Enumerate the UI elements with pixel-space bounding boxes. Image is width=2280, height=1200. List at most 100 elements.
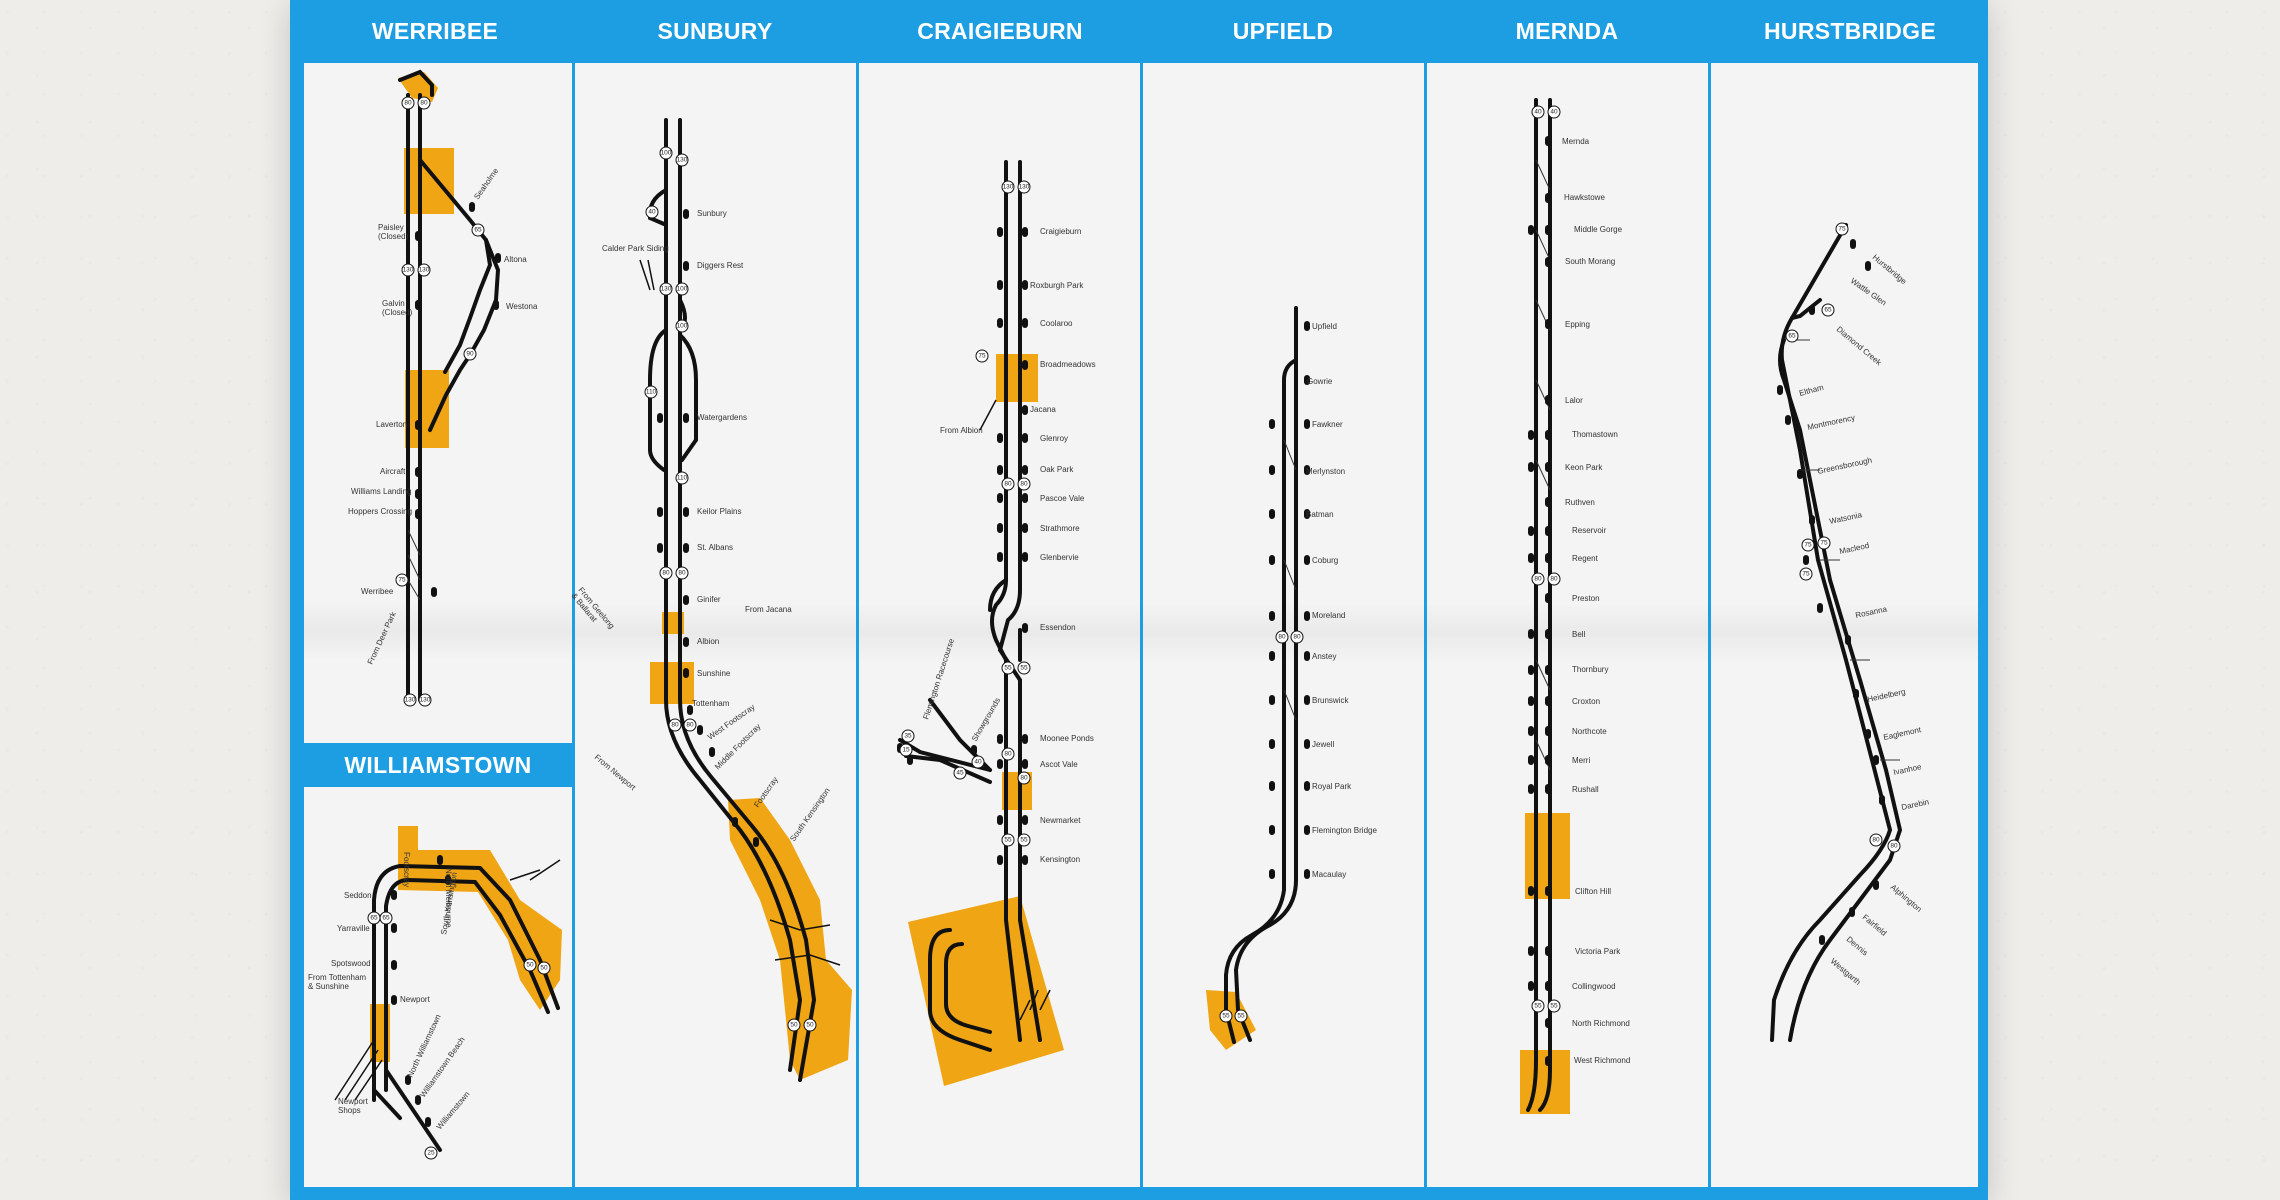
station-watsonia: Watsonia [1829,510,1864,526]
station-epping: Epping [1565,320,1590,329]
station-seddon: Seddon [344,891,372,900]
station-northcote: Northcote [1572,727,1607,736]
station-flemington-racecourse: Flemington Racecourse [921,637,956,721]
station-macleod: Macleod [1839,541,1870,556]
station-alphington: Alphington [1889,883,1924,914]
williamstown-map: 65 65 50 50 25 Seddon Yarraville Spotswo… [308,826,562,1160]
svg-text:80: 80 [1004,481,1012,488]
svg-text:80: 80 [1004,751,1012,758]
svg-text:80: 80 [1278,634,1286,641]
svg-text:55: 55 [1534,1003,1542,1010]
svg-text:55: 55 [1237,1013,1245,1020]
header-werribee: WERRIBEE [371,17,499,44]
header-mernda: MERNDA [1515,17,1619,44]
svg-text:55: 55 [1550,1003,1558,1010]
header-williamstown: WILLIAMSTOWN [344,751,532,778]
mernda-map: 40 40 80 80 55 55 Mernda Hawkstowe Middl… [1520,98,1630,1114]
station-moonee-ponds: Moonee Ponds [1040,734,1094,743]
svg-text:80: 80 [662,570,670,577]
svg-text:80: 80 [1872,837,1880,844]
station-paisley: Paisley(Closed) [378,223,409,241]
station-greensborough: Greensborough [1817,456,1873,476]
svg-text:75: 75 [398,577,406,584]
station-newmarket: Newmarket [1040,816,1081,825]
svg-text:75: 75 [1820,540,1828,547]
station-ivanhoe: Ivanhoe [1893,762,1923,777]
station-eltham: Eltham [1798,383,1825,398]
station-ginifer: Ginifer [697,595,721,604]
station-broadmeadows: Broadmeadows [1040,360,1096,369]
station-sunbury: Sunbury [697,209,727,218]
header-hurstbridge: HURSTBRIDGE [1764,17,1936,44]
svg-text:80: 80 [678,570,686,577]
label-from-newport: From Newport [593,753,638,793]
svg-text:110: 110 [677,475,688,482]
station-bell: Bell [1572,630,1586,639]
station-batman: Batman [1306,510,1334,519]
station-oak-park: Oak Park [1040,465,1074,474]
svg-text:80: 80 [1293,634,1301,641]
station-watergardens: Watergardens [697,413,747,422]
svg-text:100: 100 [677,286,688,293]
station-williamstown: Williamstown [435,1090,472,1132]
svg-text:35: 35 [904,733,912,740]
station-eaglemont: Eaglemont [1883,725,1923,742]
station-thornbury: Thornbury [1572,665,1608,674]
svg-text:80: 80 [1890,843,1898,850]
sunbury-map: 100 130 40 130 100 100 110 110 80 80 80 … [570,118,852,1082]
station-dennis: Dennis [1845,935,1870,958]
station-north-melbourne-w: North Melbourne [444,868,453,928]
station-preston: Preston [1572,594,1600,603]
hurstbridge-tracks [1770,223,1903,1042]
svg-text:50: 50 [526,962,534,969]
svg-text:25: 25 [427,1150,435,1157]
svg-text:55: 55 [1222,1013,1230,1020]
station-wattle-glen: Wattle Glen [1849,276,1888,307]
station-croxton: Croxton [1572,697,1600,706]
highlight-zone-footscray [398,826,562,1010]
station-macaulay: Macaulay [1312,870,1346,879]
header-craigieburn: CRAIGIEBURN [917,17,1083,44]
station-west-richmond: West Richmond [1574,1056,1630,1065]
station-upfield: Upfield [1312,322,1337,331]
station-laverton: Laverton [376,420,407,429]
craigieburn-map: 130 130 75 80 80 55 55 80 80 55 55 35 15… [897,160,1096,1086]
svg-text:65: 65 [1788,333,1796,340]
svg-text:15: 15 [902,747,910,754]
station-hoppers-crossing: Hoppers Crossing [348,507,412,516]
station-royal-park: Royal Park [1312,782,1352,791]
svg-text:80: 80 [404,100,412,107]
svg-text:80: 80 [686,722,694,729]
station-williams-landing: Williams Landing [351,487,411,496]
svg-text:75: 75 [1838,226,1846,233]
station-victoria-park: Victoria Park [1575,947,1621,956]
svg-text:80: 80 [1534,576,1542,583]
svg-text:40: 40 [974,759,982,766]
svg-text:130: 130 [1019,184,1030,191]
svg-text:75: 75 [1802,571,1810,578]
station-yarraville: Yarraville [337,924,370,933]
station-hawkstowe: Hawkstowe [1564,193,1605,202]
svg-text:80: 80 [671,722,679,729]
station-roxburgh-park: Roxburgh Park [1030,281,1084,290]
svg-text:110: 110 [646,389,657,396]
werribee-map: 80 80 130 130 65 90 75 130 130 Seaholme … [348,69,538,707]
williamstown-tracks [372,863,560,1152]
station-anstey: Anstey [1312,652,1336,661]
svg-text:130: 130 [661,286,672,293]
station-keilor-plains: Keilor Plains [697,507,741,516]
label-calder-park-siding: Calder Park Siding [602,244,669,253]
highlight-zone-clifton-hill [1525,813,1570,899]
station-moreland: Moreland [1312,611,1345,620]
station-jewell: Jewell [1312,740,1334,749]
station-fairfield: Fairfield [1861,913,1889,938]
label-from-tottenham: From Tottenham& Sunshine [308,973,366,991]
station-seaholme: Seaholme [472,166,500,201]
station-merlynston: Merlynston [1306,467,1345,476]
svg-text:130: 130 [1003,184,1014,191]
station-keon-park: Keon Park [1565,463,1603,472]
station-westgarth: Westgarth [1829,957,1863,987]
station-footscray-s: Footscray [752,775,780,809]
station-ruthven: Ruthven [1565,498,1595,507]
station-fawkner: Fawkner [1312,420,1343,429]
